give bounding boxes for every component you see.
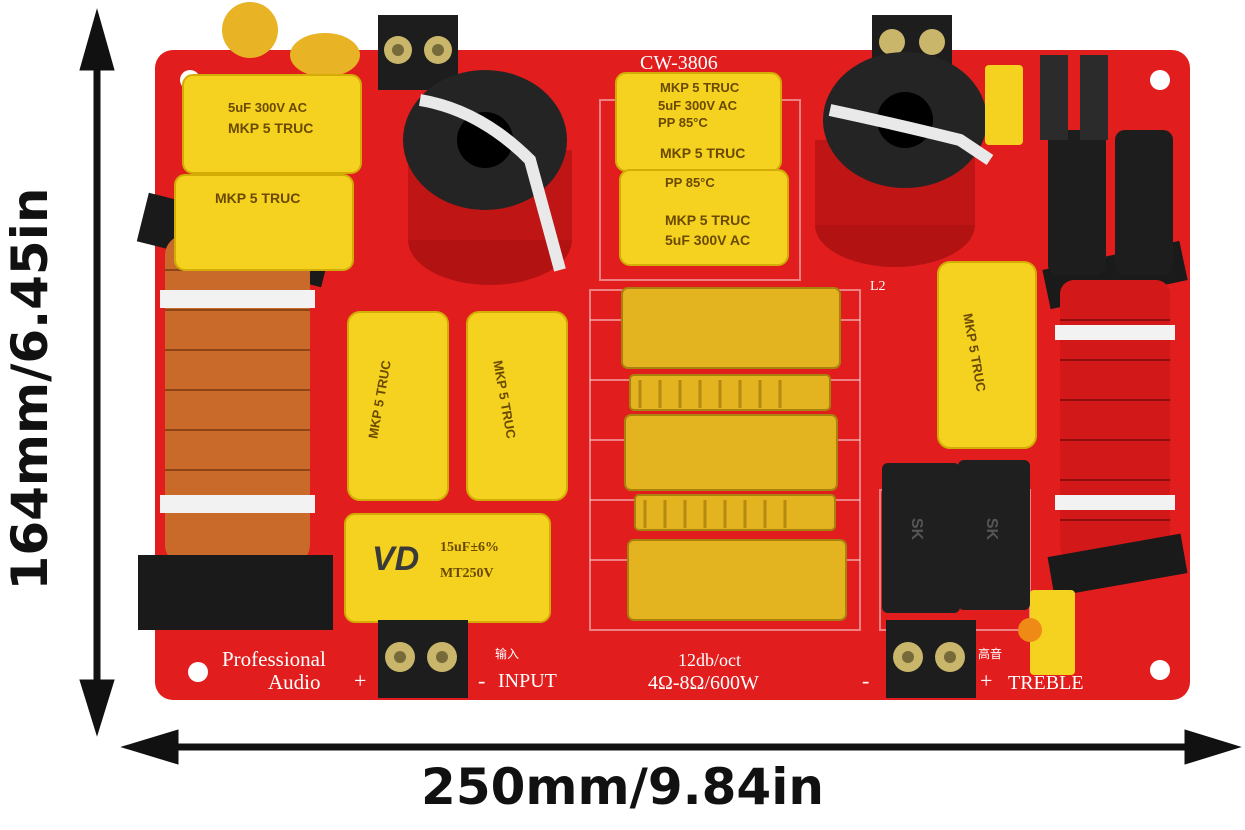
vd-value: 15uF±6% xyxy=(440,540,500,555)
vd-rating: MT250V xyxy=(440,566,494,581)
varistor xyxy=(1018,618,1042,642)
treble-minus: - xyxy=(862,668,870,693)
horizontal-dimension-arrow xyxy=(120,729,1242,765)
input-label: INPUT xyxy=(498,670,557,692)
treble-plus: + xyxy=(980,668,993,693)
mkp-capacitor-3 xyxy=(347,311,449,501)
input-cn: 输入 xyxy=(495,647,520,661)
electrolytic-capacitors xyxy=(1040,55,1173,275)
input-terminal-block xyxy=(378,620,468,698)
sk-capacitors xyxy=(882,460,1030,613)
cap5-temp: PP 85°C xyxy=(658,115,708,130)
cap5-brand-2: MKP 5 TRUC xyxy=(660,145,746,161)
brand-line2: Audio xyxy=(268,670,321,694)
vd-logo: VD xyxy=(372,540,420,578)
cap6-rating: 5uF 300V AC xyxy=(665,232,751,248)
cap1-rating: 5uF 300V AC xyxy=(228,100,307,115)
coil-label-l2: L2 xyxy=(870,279,886,294)
sk-label-1: SK xyxy=(908,517,926,541)
cap6-brand: MKP 5 TRUC xyxy=(665,212,751,228)
top-left-terminal-block xyxy=(378,15,458,90)
cap6-temp: PP 85°C xyxy=(665,175,715,190)
board-model: CW-3806 xyxy=(640,52,718,74)
treble-inductor-coil xyxy=(1042,240,1188,597)
treble-terminal-block xyxy=(886,620,976,698)
cap2-brand: MKP 5 TRUC xyxy=(215,190,301,206)
sk-label-2: SK xyxy=(983,517,1001,541)
width-dimension-label: 250mm/9.84in xyxy=(421,758,824,816)
spec-line2: 4Ω-8Ω/600W xyxy=(648,672,759,694)
mkp-capacitor-7 xyxy=(937,261,1037,449)
input-minus: - xyxy=(478,668,486,693)
vertical-dimension-arrow xyxy=(79,8,115,737)
mkp-capacitor-4 xyxy=(466,311,568,501)
ferrite-coil-left xyxy=(403,70,572,285)
mkp-capacitor-2 xyxy=(174,174,354,271)
small-yellow-component-bottom xyxy=(1030,590,1075,675)
treble-label: TREBLE xyxy=(1008,672,1084,694)
gold-power-resistors xyxy=(621,287,847,621)
input-plus: + xyxy=(354,668,367,693)
brand-line1: Professional xyxy=(222,647,326,671)
mkp-capacitor-1 xyxy=(182,74,362,174)
cap1-brand: MKP 5 TRUC xyxy=(228,120,314,136)
power-resistor-3 xyxy=(624,414,838,491)
cap5-rating: 5uF 300V AC xyxy=(658,98,737,113)
ceramic-capacitors xyxy=(222,2,360,77)
treble-cn: 高音 xyxy=(978,647,1003,661)
ferrite-coil-right xyxy=(815,52,994,267)
mkp-capacitor-6 xyxy=(619,169,789,266)
power-resistor-1 xyxy=(621,287,841,369)
mkp-capacitors xyxy=(174,72,1037,623)
cap5-brand: MKP 5 TRUC xyxy=(660,80,740,95)
small-yellow-component xyxy=(985,65,1023,145)
power-resistor-5 xyxy=(627,539,847,621)
spec-line1: 12db/oct xyxy=(678,650,741,670)
